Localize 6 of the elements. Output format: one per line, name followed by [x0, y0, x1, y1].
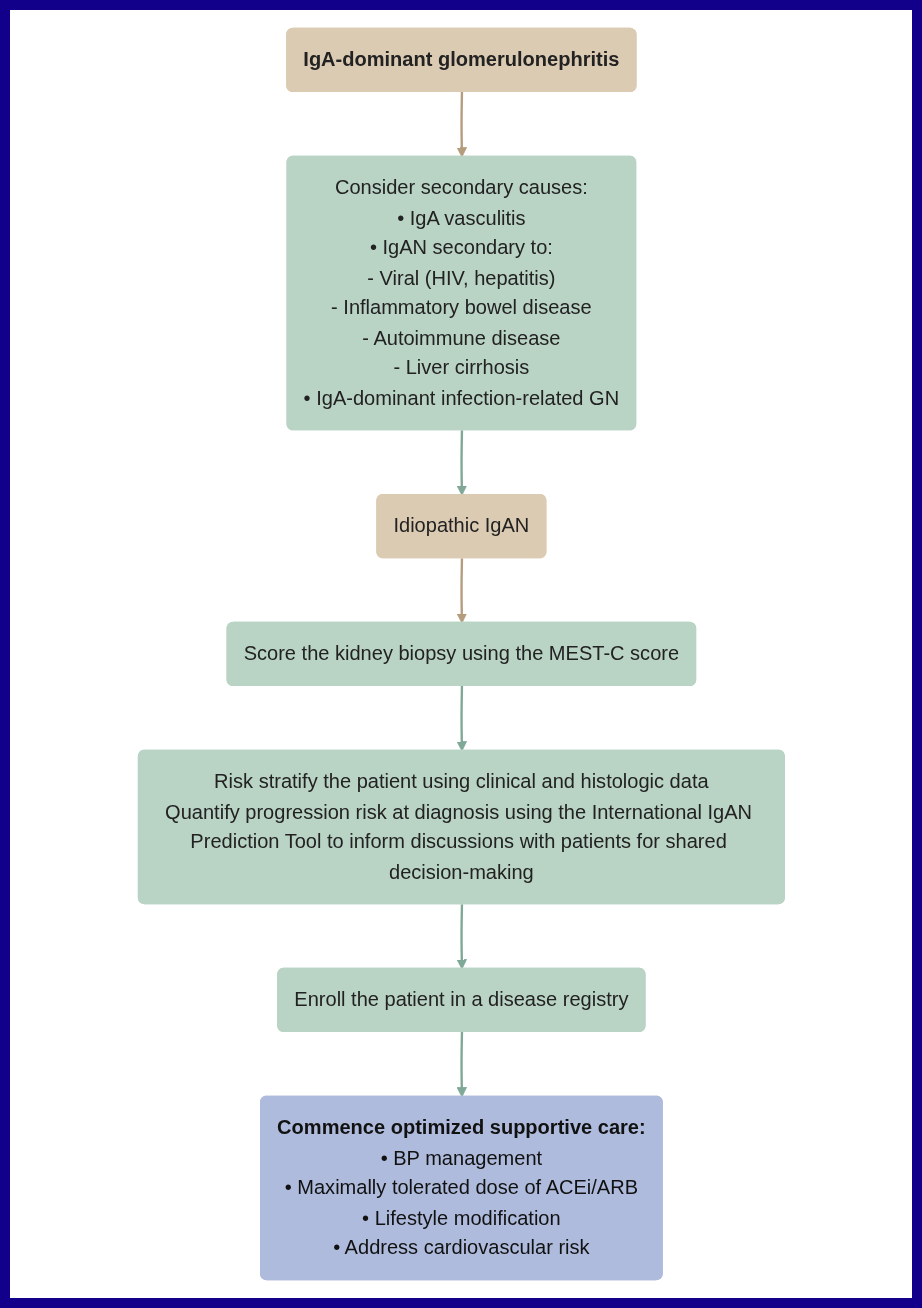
arrow: [456, 558, 467, 624]
arrow: [456, 430, 467, 496]
arrow: [456, 686, 467, 752]
arrow: [456, 904, 467, 970]
arrow: [456, 1032, 467, 1098]
arrow: [456, 92, 467, 158]
